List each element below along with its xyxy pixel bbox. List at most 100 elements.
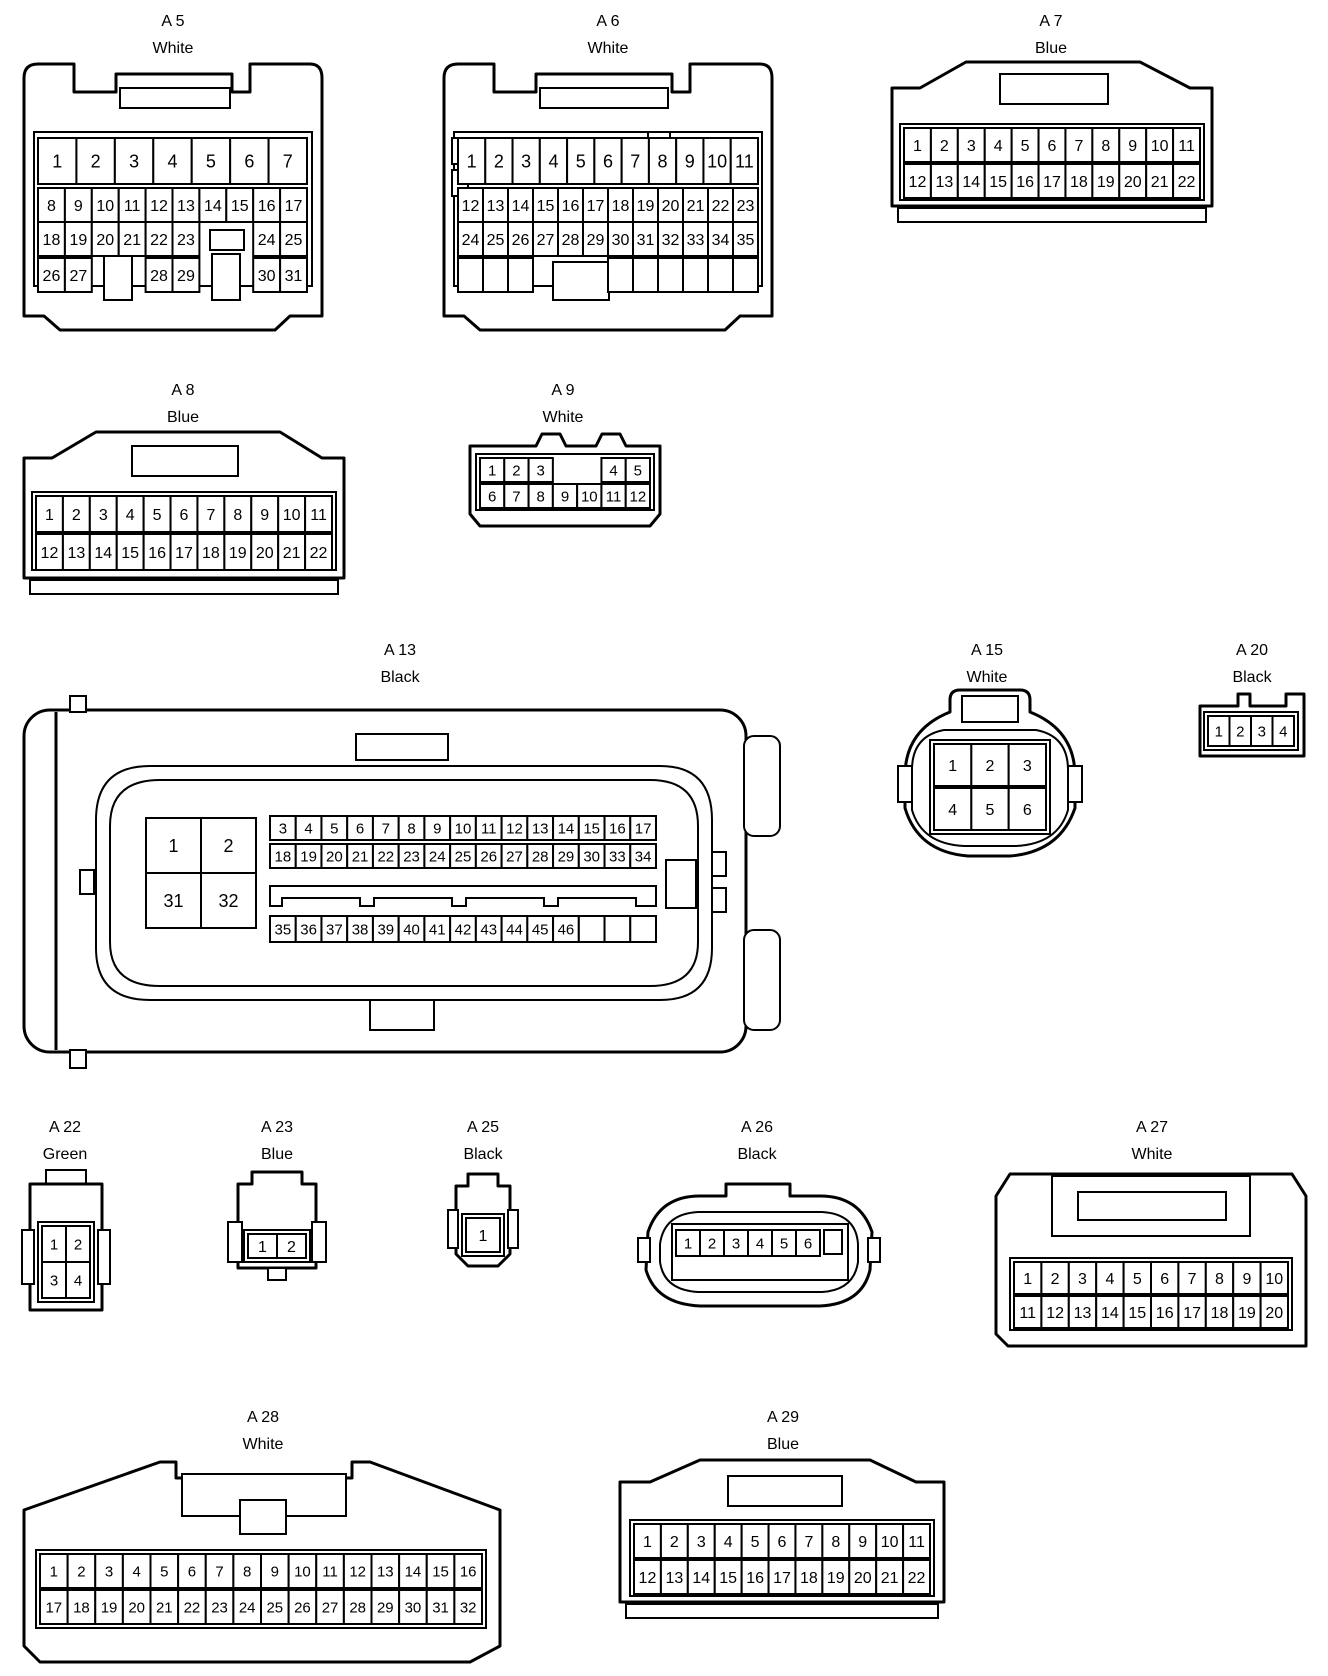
pin-number: 23 <box>177 232 195 249</box>
connector-A25-key <box>507 1209 519 1249</box>
pin-cavity <box>423 843 452 869</box>
pin-number: 29 <box>177 268 195 285</box>
pin-number: 43 <box>480 921 497 938</box>
pin-number: 24 <box>462 232 480 249</box>
pin-number: 17 <box>773 1570 791 1587</box>
pin-number: 37 <box>326 921 343 938</box>
pin-number: 5 <box>153 507 162 524</box>
pin-number: 36 <box>300 921 317 938</box>
connector-A29-label: A 29 <box>767 1409 799 1426</box>
pin-number: 15 <box>989 174 1007 191</box>
pin-number: 31 <box>285 268 303 285</box>
pin-number: 12 <box>630 488 647 505</box>
pin-number: 8 <box>831 1534 840 1551</box>
pin-number: 8 <box>47 198 56 215</box>
pin-cavity <box>287 1553 318 1589</box>
pin-cavity <box>279 221 309 257</box>
pin-number: 26 <box>512 232 530 249</box>
pin-cavity <box>1010 163 1040 199</box>
connector-A8-rail <box>29 579 339 595</box>
connector-A23-label: A 23 <box>261 1119 293 1136</box>
pin-number: 4 <box>133 1563 141 1580</box>
pin-number: 22 <box>712 198 730 215</box>
pin-number: 3 <box>521 151 531 171</box>
pin-number: 27 <box>69 268 87 285</box>
pin-cavity <box>479 483 506 509</box>
pin-number: 1 <box>913 138 922 155</box>
pin-number: 9 <box>271 1563 279 1580</box>
pin-number: 9 <box>260 507 269 524</box>
pin-number: 15 <box>537 198 555 215</box>
pin-number: 30 <box>405 1599 422 1616</box>
pin-number: 46 <box>558 921 575 938</box>
pin-number: 7 <box>283 151 293 171</box>
connector-A26-color: Black <box>737 1146 777 1163</box>
pin-number: 15 <box>121 545 139 562</box>
pin-cavity <box>35 533 64 571</box>
connector-A23-key <box>311 1221 327 1263</box>
pin-number: 19 <box>229 545 247 562</box>
pin-number: 3 <box>1258 723 1266 740</box>
pin-cavity <box>152 137 193 185</box>
pin-number: 17 <box>635 820 652 837</box>
pin-cavity <box>657 221 684 257</box>
pin-number: 9 <box>561 488 569 505</box>
connector-A13-key <box>711 887 727 913</box>
pin-cavity <box>190 137 232 185</box>
pin-number: 6 <box>1160 1271 1169 1288</box>
pin-cavity <box>682 187 709 223</box>
pin-number: 11 <box>908 1534 925 1551</box>
pin-number: 6 <box>1048 138 1057 155</box>
pin-number: 14 <box>94 545 112 562</box>
pin-number: 9 <box>858 1534 867 1551</box>
pin-cavity <box>171 221 201 257</box>
pin-cavity <box>397 843 426 869</box>
pin-number: 18 <box>202 545 220 562</box>
pin-number: 11 <box>322 1563 338 1580</box>
pin-number: 29 <box>558 848 575 865</box>
pin-number: 15 <box>432 1563 449 1580</box>
connector-A26-key <box>637 1237 651 1263</box>
pin-cavity <box>474 843 503 869</box>
pin-number: 22 <box>377 848 394 865</box>
pin-number: 11 <box>481 820 497 837</box>
pin-cavity <box>794 1523 824 1559</box>
pin-number: 18 <box>1211 1305 1229 1322</box>
pin-cavity <box>747 1229 773 1257</box>
pin-number: 12 <box>349 1563 366 1580</box>
connector-A6-label: A 6 <box>596 13 619 30</box>
pin-number: 17 <box>587 198 605 215</box>
connector-A7-lock <box>999 73 1109 105</box>
pin-number: 1 <box>50 1236 58 1253</box>
connector-A7-color: Blue <box>1035 40 1067 57</box>
pin-cavity <box>647 137 678 185</box>
pin-number: 20 <box>96 232 114 249</box>
pin-number: 3 <box>279 820 287 837</box>
pin-cavity <box>196 533 226 571</box>
pin-number: 5 <box>780 1235 788 1252</box>
pin-cavity <box>371 915 400 943</box>
pin-number: 16 <box>1016 174 1034 191</box>
pin-number: 10 <box>283 507 301 524</box>
connector-A13-tab <box>69 695 87 713</box>
connector-A23-key <box>227 1221 243 1263</box>
pin-cavity <box>603 915 632 943</box>
pin-number: 8 <box>407 820 415 837</box>
pin-cavity <box>821 1559 851 1595</box>
connector-A7-rail <box>897 207 1207 223</box>
pin-number: 31 <box>637 232 655 249</box>
connector-A26-key <box>823 1229 843 1255</box>
connector-A27-lock-inner <box>1077 1191 1227 1221</box>
connector-A20-label: A 20 <box>1236 642 1268 659</box>
connector-A13-lock <box>355 733 449 761</box>
connector-A13-side-tab <box>743 735 781 837</box>
connector-A25-color: Black <box>463 1146 503 1163</box>
pin-cavity <box>582 221 609 257</box>
pin-cavity <box>144 257 174 293</box>
pin-cavity <box>740 1559 770 1595</box>
